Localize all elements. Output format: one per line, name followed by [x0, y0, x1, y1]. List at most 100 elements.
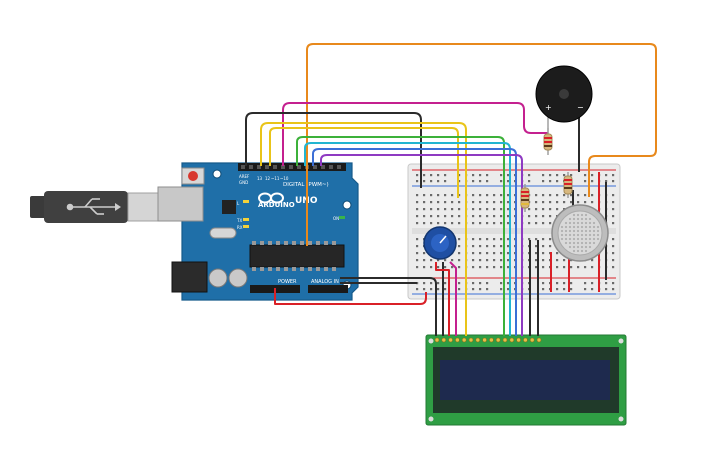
- breadboard-hole: [542, 259, 545, 262]
- mesh-dot: [596, 225, 600, 229]
- mounting-hole: [212, 169, 222, 179]
- breadboard-hole: [472, 201, 475, 204]
- breadboard-hole: [423, 201, 426, 204]
- wire-red-5v: [274, 288, 427, 305]
- mesh-dot: [576, 249, 580, 253]
- resistor-buzzer: [543, 128, 553, 155]
- mesh-dot: [568, 233, 572, 237]
- wire-magenta: [282, 102, 548, 166]
- wire-black-gnd: [245, 112, 422, 172]
- breadboard-hole: [486, 174, 489, 177]
- mesh-dot: [592, 233, 596, 237]
- breadboard-hole: [584, 194, 587, 197]
- mesh-dot: [572, 233, 576, 237]
- mounting-hole: [618, 416, 624, 422]
- breadboard-hole: [612, 194, 615, 197]
- breadboard-hole: [479, 282, 482, 285]
- breadboard-hole: [563, 259, 566, 262]
- breadboard-hole: [563, 194, 566, 197]
- breadboard-hole: [500, 215, 503, 218]
- digital-header-label: DIGITAL (PWM~): [283, 182, 329, 188]
- breadboard-hole: [493, 245, 496, 248]
- mesh-dot: [580, 229, 584, 233]
- breadboard-hole: [493, 252, 496, 255]
- breadboard-hole: [493, 238, 496, 241]
- breadboard-hole: [472, 222, 475, 225]
- rx-led: [243, 225, 249, 228]
- breadboard-hole: [451, 201, 454, 204]
- breadboard-hole: [591, 194, 594, 197]
- pin-11-label: ~11: [271, 176, 280, 181]
- breadboard-hole: [556, 288, 559, 291]
- usb-interface-chip: [222, 200, 236, 214]
- breadboard-hole: [535, 194, 538, 197]
- mesh-dot: [576, 225, 580, 229]
- breadboard-hole: [591, 174, 594, 177]
- breadboard-hole: [563, 201, 566, 204]
- lcd-pin: [536, 337, 542, 343]
- breadboard-hole: [493, 266, 496, 269]
- breadboard-hole: [542, 238, 545, 241]
- breadboard-hole: [507, 245, 510, 248]
- breadboard-hole: [570, 194, 573, 197]
- mesh-dot: [568, 229, 572, 233]
- breadboard-hole: [493, 208, 496, 211]
- lcd-screen: [440, 360, 610, 400]
- breadboard-hole: [430, 180, 433, 183]
- breadboard-hole: [605, 282, 608, 285]
- mesh-dot: [592, 225, 596, 229]
- breadboard-hole: [612, 282, 615, 285]
- mesh-dot: [584, 237, 588, 241]
- breadboard-hole: [584, 201, 587, 204]
- breadboard-hole: [556, 252, 559, 255]
- breadboard-hole: [416, 288, 419, 291]
- mesh-dot: [584, 241, 588, 245]
- breadboard-hole: [416, 222, 419, 225]
- mesh-dot: [572, 213, 576, 217]
- breadboard-hole: [570, 174, 573, 177]
- breadboard-hole: [486, 201, 489, 204]
- mesh-dot: [572, 225, 576, 229]
- breadboard-hole: [542, 222, 545, 225]
- mesh-dot: [568, 225, 572, 229]
- breadboard-hole: [437, 194, 440, 197]
- breadboard-hole: [416, 180, 419, 183]
- breadboard-hole: [507, 282, 510, 285]
- mounting-hole: [618, 338, 624, 344]
- breadboard-hole: [423, 194, 426, 197]
- breadboard-hole: [472, 238, 475, 241]
- mesh-dot: [576, 221, 580, 225]
- breadboard-hole: [500, 282, 503, 285]
- lcd-pin: [461, 337, 467, 343]
- mesh-dot: [592, 221, 596, 225]
- reset-button-cap[interactable]: [188, 171, 198, 181]
- breadboard-hole: [542, 266, 545, 269]
- breadboard-hole: [458, 222, 461, 225]
- breadboard-hole: [612, 259, 615, 262]
- breadboard-hole: [486, 208, 489, 211]
- breadboard-hole: [570, 282, 573, 285]
- breadboard-hole: [416, 282, 419, 285]
- piezo-buzzer: + −: [535, 65, 593, 123]
- breadboard-hole: [507, 238, 510, 241]
- mesh-dot: [568, 221, 572, 225]
- mesh-dot: [568, 241, 572, 245]
- breadboard-hole: [542, 194, 545, 197]
- lcd-pin: [482, 337, 487, 343]
- gnd-label: GND: [239, 180, 248, 185]
- tx-led: [243, 218, 249, 221]
- pin-10-label: ~10: [280, 176, 289, 181]
- breadboard-hole: [451, 208, 454, 211]
- potentiometer[interactable]: [423, 226, 457, 260]
- breadboard-hole: [612, 245, 615, 248]
- mounting-hole: [342, 200, 352, 210]
- capacitor: [208, 268, 228, 288]
- mesh-dot: [560, 225, 564, 229]
- breadboard-hole: [458, 259, 461, 262]
- breadboard-hole: [423, 282, 426, 285]
- breadboard-hole: [584, 288, 587, 291]
- breadboard-hole: [605, 180, 608, 183]
- mesh-dot: [580, 245, 584, 249]
- mesh-dot: [564, 233, 568, 237]
- breadboard-hole: [430, 288, 433, 291]
